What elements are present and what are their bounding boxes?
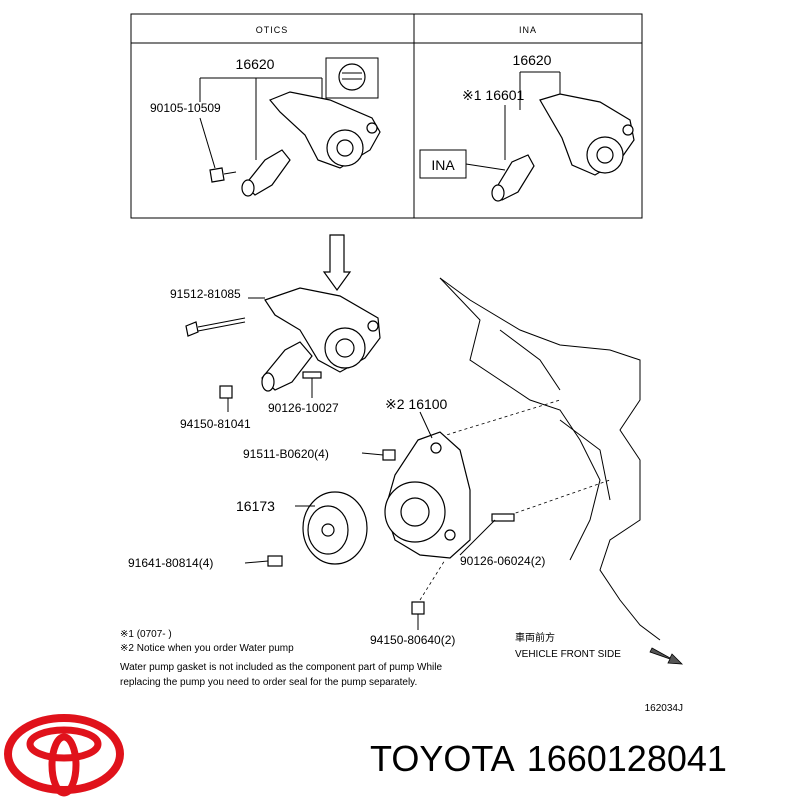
- otics-bolt-label: 90105-10509: [150, 101, 221, 115]
- main-tensioner-drawing: [185, 287, 381, 399]
- pulley-drawing: [267, 491, 368, 567]
- otics-header: OTICS: [256, 25, 289, 35]
- ina-header: INA: [519, 25, 537, 35]
- variant-table: OTICS INA 16620 90105-105: [130, 13, 643, 219]
- ina-part-label: 16620: [513, 52, 552, 68]
- front-direction-arrow-icon: [649, 647, 684, 665]
- ina-badge: INA: [431, 157, 455, 173]
- callout-pulley: 16173: [236, 498, 275, 514]
- engine-block-outline: [419, 277, 661, 641]
- note-line-2: ※2 Notice when you order Water pump: [120, 643, 294, 654]
- callout-bolt-pump: 91511-B0620(4): [243, 447, 329, 461]
- toyota-logo-icon: [4, 714, 124, 797]
- note-line-3: Water pump gasket is not included as the…: [120, 662, 442, 673]
- callout-bolt-pulley: 91641-80814(4): [128, 556, 213, 570]
- leader-lines: [227, 297, 496, 630]
- otics-tensioner-drawing: [199, 57, 381, 197]
- ina-tensioner-drawing: [419, 71, 635, 202]
- callout-stud-pump: 90126-06024(2): [460, 554, 545, 568]
- callout-water-pump: ※2 16100: [385, 396, 448, 412]
- brand-part-number: 1660128041: [526, 738, 727, 779]
- note-line-1: ※1 (0707- ): [120, 629, 172, 640]
- down-arrow: [322, 234, 352, 292]
- brand-name: TOYOTA: [370, 738, 515, 779]
- callout-nut-bottom: 94150-80640(2): [370, 633, 455, 647]
- direction-en: VEHICLE FRONT SIDE: [515, 649, 621, 660]
- figure-code: 162034J: [645, 703, 683, 714]
- callout-stud-tensioner: 90126-10027: [268, 401, 339, 415]
- ina-subpart-label: ※1 16601: [462, 87, 525, 103]
- water-pump-drawing: [382, 431, 515, 615]
- brand-line: TOYOTA 1660128041: [370, 738, 739, 780]
- note-line-4: replacing the pump you need to order sea…: [120, 677, 417, 688]
- otics-part-label: 16620: [236, 56, 275, 72]
- callout-nut-left: 94150-81041: [180, 417, 251, 431]
- callout-bolt-top: 91512-81085: [170, 287, 241, 301]
- direction-jp: 車両前方: [515, 631, 555, 644]
